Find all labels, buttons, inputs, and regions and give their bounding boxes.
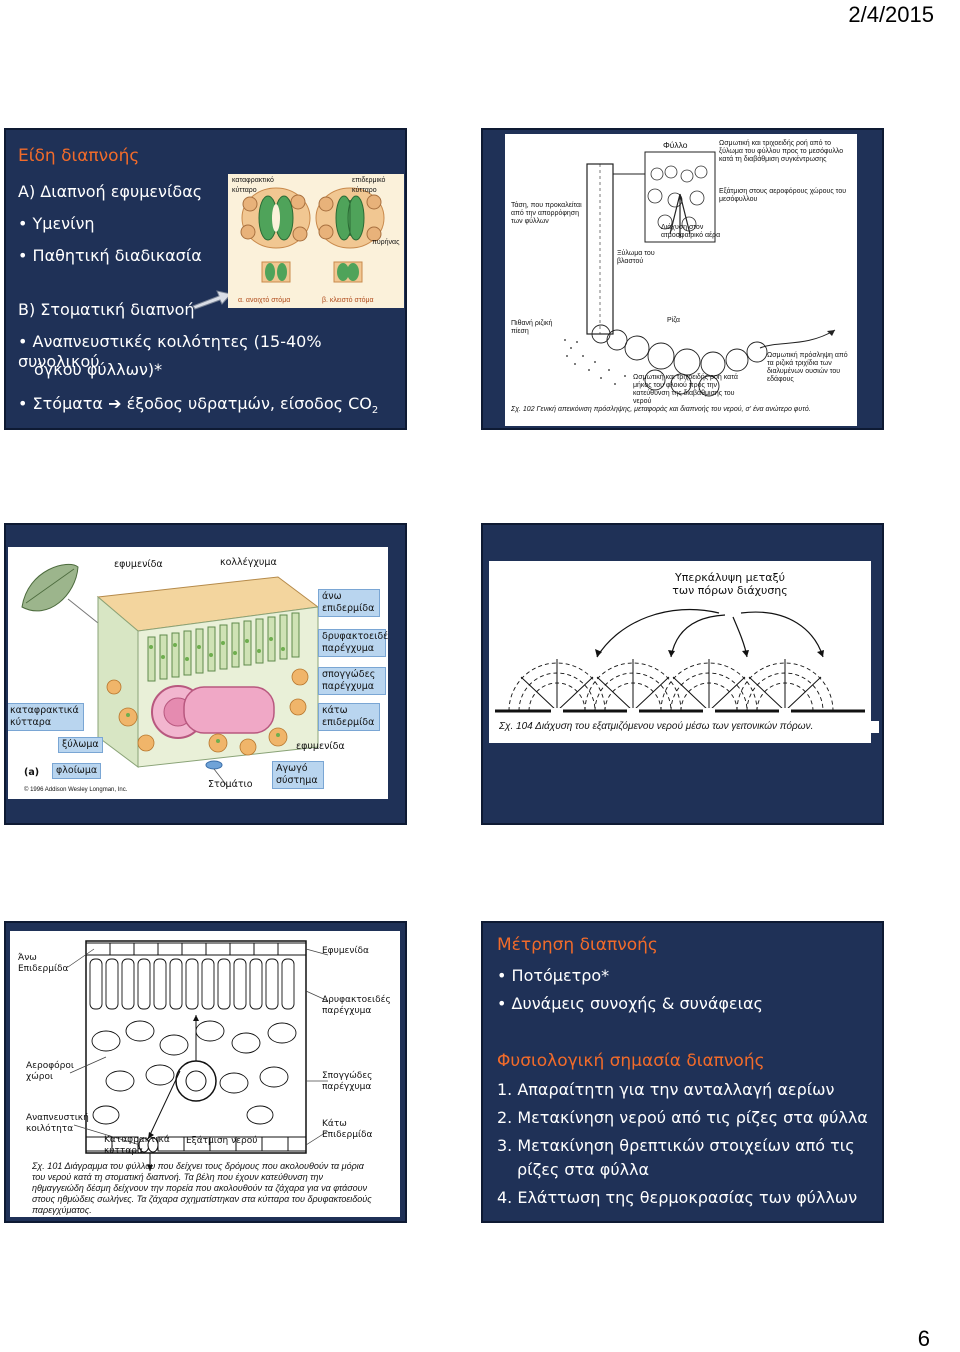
guard-cells-label: καταφρακτικά κύτταρα [8,703,84,731]
osmotic-uptake-label: Ωσμωτική πρόσληψη από τα ριζικά τριχίδια… [767,352,853,384]
palisade-label: δρυφακτοειδές παρέγχυμα [318,629,386,657]
bullet-text: Παθητική διαδικασία [33,246,202,265]
bullet-item: • Υμενίνη [18,214,95,234]
bullet-text: Ποτόμετρο* [512,966,610,985]
transpiration-figure: Φύλλο Ωσμωτική και τριχοειδής ροή από το… [505,134,857,426]
subscript: 2 [372,405,378,416]
respiratory-cavity-label: Αναπνευστική κοιλότητα [26,1113,86,1135]
cuticle-label: Εφυμενίδα [322,945,369,957]
guard-cell-label: καταφρακτικό κύτταρο [232,176,292,196]
air-spaces-label: Αεροφόροι χώροι [26,1061,76,1083]
page-number: 6 [918,1326,930,1352]
numbered-item: 2. Μετακίνηση νερού από τις ρίζες στα φύ… [497,1107,868,1129]
vascular-system-label: Αγωγό σύστημα [272,761,324,789]
collenchyma-label: κολλέγχυμα [220,557,277,569]
slide-5: Άνω Επιδερμίδα Εφυμενίδα Δρυφακτοειδές π… [4,921,407,1223]
numbered-item: 3. Μετακίνηση θρεπτικών στοιχείων από τι… [497,1135,855,1157]
numbered-item: 1. Απαραίτητη για την ανταλλαγή αερίων [497,1079,834,1101]
slide-4: Υπερκάλυψη μεταξύ των πόρων διάχυσης Σχ.… [481,523,884,825]
section-a-heading: Α) Διαπνοή εφυμενίδας [18,182,202,202]
root-label: Ρίζα [667,316,680,326]
osmotic-leaf-label: Ωσμωτική και τριχοειδής ροή από το ξύλωμ… [719,140,853,164]
lower-epidermis-label: Κάτω Επιδερμίδα [322,1119,382,1141]
leaf-cross-section-figure: εφυμενίδα κολλέγχυμα άνω επιδερμίδα δρυφ… [8,547,388,799]
figure-caption: Σχ. 102 Γενική απεικόνιση πρόσληψης, μετ… [511,406,851,414]
slide-2: Φύλλο Ωσμωτική και τριχοειδής ροή από το… [481,128,884,430]
copyright-text: © 1996 Addison Wesley Longman, Inc. [24,785,127,795]
open-stoma-caption: α. ανοιχτό στόμα [238,296,290,306]
bullet-continuation: όγκου φύλλων)* [34,360,162,380]
pointer-arrow-icon [191,288,233,310]
bullet-item: • Παθητική διαδικασία [18,246,202,266]
bullet-item: • Δυνάμεις συνοχής & συνάφειας [497,993,763,1015]
figure-caption: Σχ. 104 Διάχυση του εξατμιζόμενου νερού … [499,721,879,733]
bullet-text: έξοδος υδρατμών, είσοδος CO [127,394,372,413]
slide-3: εφυμενίδα κολλέγχυμα άνω επιδερμίδα δρυφ… [4,523,407,825]
leaf-diagram-figure: Άνω Επιδερμίδα Εφυμενίδα Δρυφακτοειδές π… [10,931,400,1217]
lower-epidermis-label: κάτω επιδερμίδα [318,703,380,731]
page-date: 2/4/2015 [848,2,934,28]
significance-title: Φυσιολογική σημασία διαπνοής [497,1051,765,1071]
closed-stoma-caption: β. κλειστό στόμα [322,296,374,306]
tension-label: Τάση, που προκαλείται από την απορρόφηση… [511,202,585,226]
stomata-figure: καταφρακτικό κύτταρο επιδερμικό κύτταρο … [228,174,404,308]
numbered-item-continuation: ρίζες στα φύλλα [517,1159,649,1181]
upper-epidermis-label: άνω επιδερμίδα [318,589,380,617]
right-arrow-icon: ➔ [108,394,121,413]
bullet-item: • Στόματα ➔ έξοδος υδρατμών, είσοδος CO2 [18,394,378,421]
panel-letter: (a) [24,767,39,779]
bullet-text: Υμενίνη [33,214,95,233]
xylem-label: ξύλωμα [58,737,103,753]
diffusion-figure: Υπερκάλυψη μεταξύ των πόρων διάχυσης [489,561,871,743]
figure-caption: Σχ. 101 Διάγραμμα του φύλλου που δείχνει… [32,1161,372,1216]
cuticle-bottom-label: εφυμενίδα [296,741,345,753]
section-b-heading: Β) Στοματική διαπνοή [18,300,195,320]
bullet-text: Στόματα [33,394,103,413]
stem-xylem-label: Ξύλωμα του βλαστού [617,250,661,266]
slide-1: Είδη διαπνοής Α) Διαπνοή εφυμενίδας • Υμ… [4,128,407,430]
bullet-item: • Ποτόμετρο* [497,965,609,987]
guard-cell-label: Καταφρακτικά κύτταρα [104,1135,164,1157]
slide-6: Μέτρηση διαπνοής • Ποτόμετρο* • Δυνάμεις… [481,921,884,1223]
numbered-item: 4. Ελάττωση της θερμοκρασίας των φύλλων [497,1187,857,1209]
cuticle-top-label: εφυμενίδα [114,559,163,571]
bullet-text: Δυνάμεις συνοχής & συνάφειας [512,994,763,1013]
evaporation-label: Εξάτμιση στους αεροφόρους χώρους του μεσ… [719,188,853,204]
nucleus-label: πυρήνας [372,238,399,248]
phloem-label: φλοίωμα [52,763,101,779]
epidermal-cell-label: επιδερμικό κύτταρο [352,176,402,196]
measurement-title: Μέτρηση διαπνοής [497,935,658,955]
stoma-label: Στομάτιο [208,779,253,791]
slide-title: Είδη διαπνοής [18,146,139,166]
water-exit-label: Εξάτμιση νερού [186,1135,257,1147]
root-pressure-label: Πιθανή ριζική πίεση [511,320,567,336]
diffusion-label: Διάχυση στον ατμοσφαιρικό αέρα [661,224,741,240]
leaf-label: Φύλλο [663,140,688,150]
palisade-label: Δρυφακτοειδές παρέγχυμα [322,995,394,1017]
overlap-label: Υπερκάλυψη μεταξύ των πόρων διάχυσης [665,571,795,597]
spongy-label: σπογγώδες παρέγχυμα [318,667,386,695]
osmotic-root-label: Ωσμωτική και τριχοειδής ροή κατά μήκος τ… [633,374,753,406]
upper-epidermis-label: Άνω Επιδερμίδα [18,953,70,975]
spongy-label: Σπογγώδες παρέγχυμα [322,1071,382,1093]
